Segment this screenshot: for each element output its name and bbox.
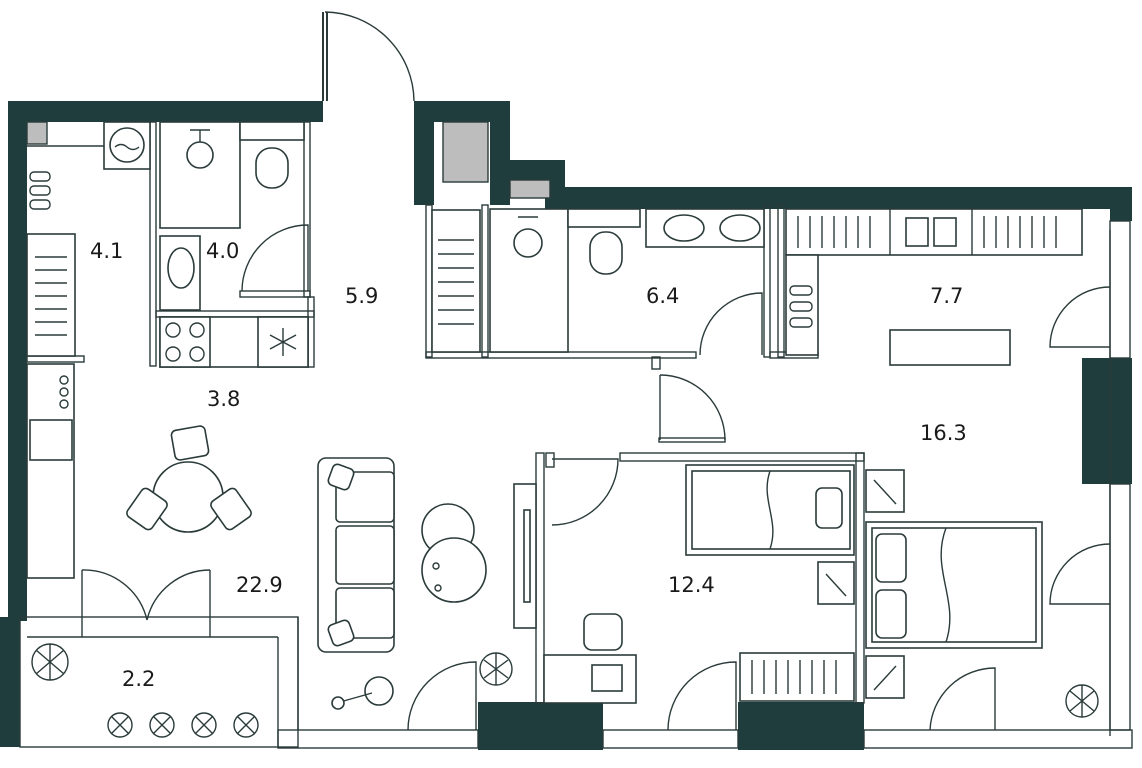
bench (889, 329, 1011, 366)
desk-icon (543, 613, 637, 704)
sink-icon-3 (719, 214, 761, 242)
slippers-icon-2 (789, 285, 813, 328)
wall-top-mid (414, 101, 510, 122)
plant-icon-2 (31, 643, 69, 681)
room-label-balcony: 2.2 (122, 667, 155, 691)
corridor-wardrobe (431, 209, 481, 353)
room-label-bathroom-2: 6.4 (646, 284, 679, 308)
oven-icon (29, 419, 73, 461)
desk-chair (583, 613, 623, 651)
shaft-3 (26, 121, 48, 145)
wardrobe-fixtures (785, 208, 1083, 366)
room-label-wardrobe: 7.7 (930, 284, 963, 308)
nightstand-1 (817, 561, 855, 605)
washing-machine-icon (109, 127, 145, 163)
wall-right-top (1110, 187, 1132, 221)
coffee-table-2 (421, 537, 487, 603)
wall-shaft-right (490, 101, 510, 205)
towel-rail-icon (35, 256, 67, 336)
shirt-icon (905, 217, 929, 247)
wall-left (8, 101, 27, 621)
room-label-living: 22.9 (236, 573, 283, 597)
bed-icon (685, 464, 855, 556)
room-label-laundry: 4.1 (90, 239, 123, 263)
wall-shaft-left (414, 101, 434, 205)
toilet-icon (255, 147, 289, 189)
bathroom-2-fixtures (489, 208, 765, 353)
wall-top-left (8, 101, 323, 122)
room-label-bathroom-1: 4.0 (206, 239, 239, 263)
laptop-icon (591, 664, 623, 692)
shirt-icon-2 (933, 217, 957, 247)
plant-icon-3 (1065, 684, 1099, 718)
nightstand-2 (865, 469, 905, 513)
sink-icon-2 (663, 214, 705, 242)
window-frames (19, 220, 1133, 749)
wall-right-column (1082, 358, 1132, 484)
snowflake-icon (269, 328, 297, 356)
shower-icon-2 (513, 228, 543, 258)
shaft-1 (442, 121, 489, 183)
shaft-2 (509, 179, 551, 199)
room-labels: 4.1 4.0 5.9 6.4 7.7 3.8 16.3 22.9 12.4 2… (90, 239, 967, 691)
wall-top-right (545, 187, 1132, 209)
wall-left-lower (0, 617, 20, 747)
toilet-icon-2 (589, 231, 623, 275)
floor-lamp-icon (331, 676, 394, 710)
nightstand-3 (865, 655, 905, 699)
room-label-bedroom-1: 12.4 (668, 573, 715, 597)
entrance-door (322, 11, 415, 102)
kitchen-fixtures (26, 316, 309, 579)
column-bottom-2 (738, 702, 864, 750)
column-bottom-1 (478, 702, 603, 750)
bathroom-1-fixtures (159, 121, 305, 311)
room-label-hall: 5.9 (345, 284, 378, 308)
bedroom-1-wardrobe (739, 652, 855, 702)
bed-icon-2 (865, 521, 1043, 649)
room-label-bedroom-2: 16.3 (920, 421, 967, 445)
balcony-plants (107, 712, 259, 738)
stove-icon (159, 316, 211, 368)
sofa-icon (317, 457, 395, 653)
interior-doors (81, 224, 1111, 731)
laundry-fixtures (26, 121, 151, 357)
plant-icon (479, 652, 513, 686)
room-label-kitchen: 3.8 (207, 387, 240, 411)
sink-icon (167, 247, 195, 289)
dining-table-icon (126, 425, 252, 533)
shower-icon (186, 141, 214, 169)
slippers-icon (29, 171, 51, 210)
